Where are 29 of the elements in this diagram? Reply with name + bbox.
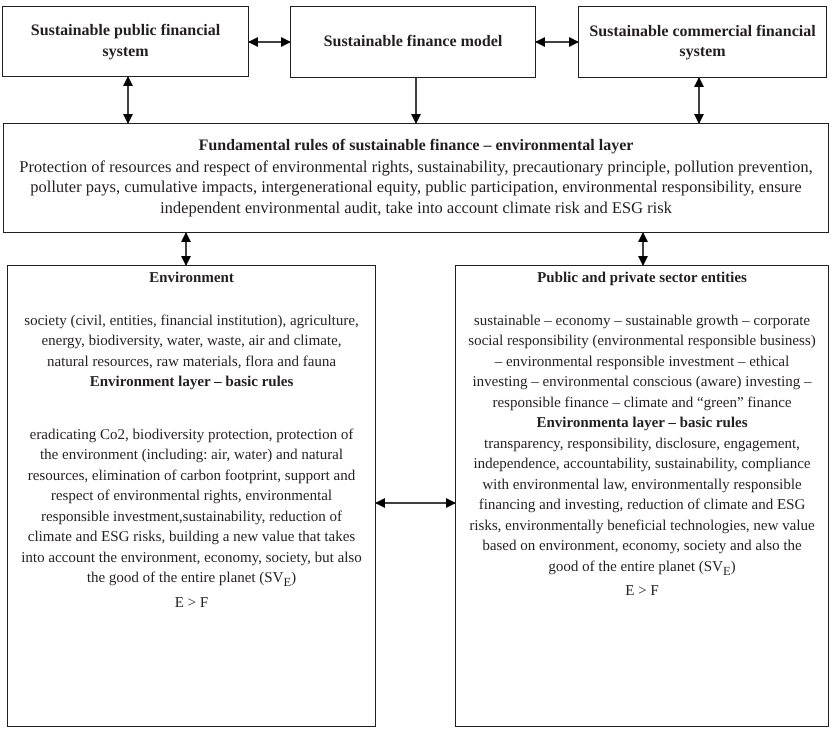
text-box — [3, 123, 829, 233]
heading: Environment layer – basic rules — [90, 373, 294, 392]
heading: Sustainable public financial system — [30, 21, 222, 62]
arrow — [123, 76, 133, 124]
body-text: E > F — [174, 594, 208, 612]
arrow — [535, 37, 579, 47]
heading: Sustainable commercial financial system — [588, 22, 817, 62]
heading: Environment — [149, 269, 234, 288]
arrow — [694, 77, 704, 124]
text-box — [578, 6, 827, 78]
heading: Environmenta layer – basic rules — [536, 414, 748, 433]
arrow — [638, 232, 648, 266]
heading: Sustainable finance model — [324, 32, 502, 52]
arrow — [181, 232, 191, 266]
body-text: sustainable – economy – sustainable growth – corporate social responsibility (environmental responsible business) – environmental responsible investment – ethical investing – environmental conscious (aware) investing – responsible finance – climate and “green” finance — [468, 312, 816, 412]
heading: Public and private sector entities — [537, 269, 747, 288]
arrow — [375, 498, 456, 508]
text-box — [2, 6, 249, 77]
text-box — [290, 6, 536, 78]
heading: Fundamental rules of sustainable finance – environmental layer — [198, 136, 634, 156]
text-box — [7, 265, 376, 727]
body-text: E > F — [625, 582, 659, 601]
text-box — [455, 265, 829, 727]
body-text: Protection of resources and respect of environmental rights, sustainability, precautionary principle, pollution prevention, polluter pays, cumulative impacts, intergenerational equity, public participation, environmental responsibility, ensure independent environmental audit, take into account climate risk and ESG risk — [18, 156, 814, 218]
body-text: society (civil, entities, financial institution), agriculture, energy, biodiversity, water, waste, air and climate, natural resources, raw materials, flora and fauna — [23, 312, 360, 372]
body-text: eradicating Co2, biodiversity protection, protection of the environment (including: air, water) and natural resources, elimination of carbon footprint, support and respect of environmental rights, environmental responsible investment,sustainability, reduction of climate and ESG risks, building a new value that takes into account the environment, economy, society, but also the good of the entire planet (SV$_{E}$) — [20, 426, 363, 591]
body-text: transparency, responsibility, disclosure, engagement, independence, accountability, sustainability, compliance with environmental law, environmentally responsible financing and investing, reduction of climate and ESG risks, environmentally beneficial technologies, new value based on environment, economy, society and also the good of the entire planet (SV$_{E}$) — [468, 434, 816, 580]
arrow — [411, 78, 421, 124]
arrow — [248, 37, 291, 47]
